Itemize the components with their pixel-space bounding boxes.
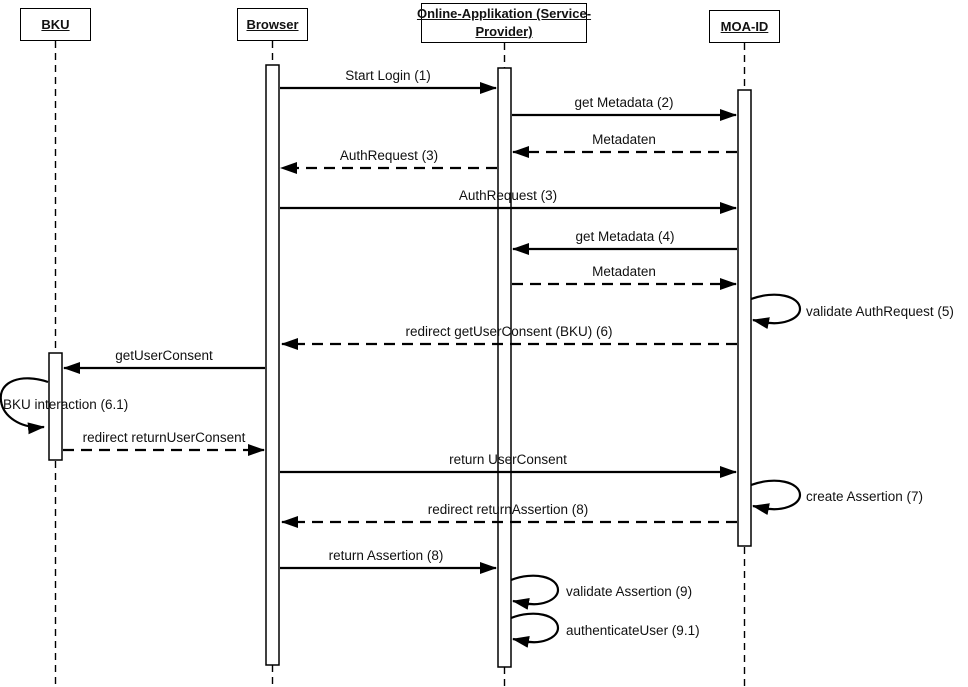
message-label-authrequest-redirect: AuthRequest (3) [339, 148, 439, 163]
actor-label-bku: BKU [41, 16, 70, 32]
message-label-metadaten-1: Metadaten [592, 132, 656, 147]
actor-label-online-applikation-line2: Provider) [475, 24, 533, 39]
activation-moa-id [737, 89, 752, 547]
message-label-redirect-returnuserconsent: redirect returnUserConsent [82, 430, 246, 445]
message-label-get-metadata-2: get Metadata (2) [574, 95, 674, 110]
message-label-get-metadata-4: get Metadata (4) [575, 229, 675, 244]
message-label-redirect-returnassertion: redirect returnAssertion (8) [427, 502, 589, 517]
message-label-validate-assertion: validate Assertion (9) [566, 584, 693, 599]
message-label-redirect-getuserconsent: redirect getUserConsent (BKU) (6) [405, 324, 613, 339]
message-label-bku-interaction: BKU interaction (6.1) [3, 397, 129, 412]
actor-box-browser: Browser [237, 8, 308, 41]
actor-label-moa-id: MOA-ID [720, 18, 769, 34]
activation-browser [265, 64, 280, 666]
message-label-start-login: Start Login (1) [345, 68, 431, 83]
message-label-return-assertion: return Assertion (8) [328, 548, 444, 563]
message-label-authrequest-forward: AuthRequest (3) [458, 188, 558, 203]
self-loop-create-assertion [750, 479, 802, 516]
activation-online-applikation [497, 67, 512, 668]
message-label-metadaten-2: Metadaten [592, 264, 656, 279]
message-label-create-assertion: create Assertion (7) [806, 489, 924, 504]
activation-bku [48, 352, 63, 461]
message-label-return-userconsent: return UserConsent [449, 452, 567, 467]
self-loop-authenticateuser [510, 612, 560, 648]
self-loop-validate-authrequest [750, 293, 802, 330]
self-loop-validate-assertion [510, 574, 560, 610]
message-label-getuserconsent: getUserConsent [115, 348, 213, 363]
self-loop-bku-interaction [0, 377, 49, 435]
actor-box-bku: BKU [20, 8, 91, 41]
message-label-validate-authrequest: validate AuthRequest (5) [806, 304, 954, 319]
actor-label-online-applikation-line1: Online-Applikation (Service- [416, 6, 592, 22]
actor-box-online-applikation: Online-Applikation (Service- Provider) [417, 3, 591, 43]
message-label-authenticateuser: authenticateUser (9.1) [566, 623, 700, 638]
actor-label-browser: Browser [246, 16, 299, 32]
actor-box-moa-id: MOA-ID [709, 10, 780, 43]
